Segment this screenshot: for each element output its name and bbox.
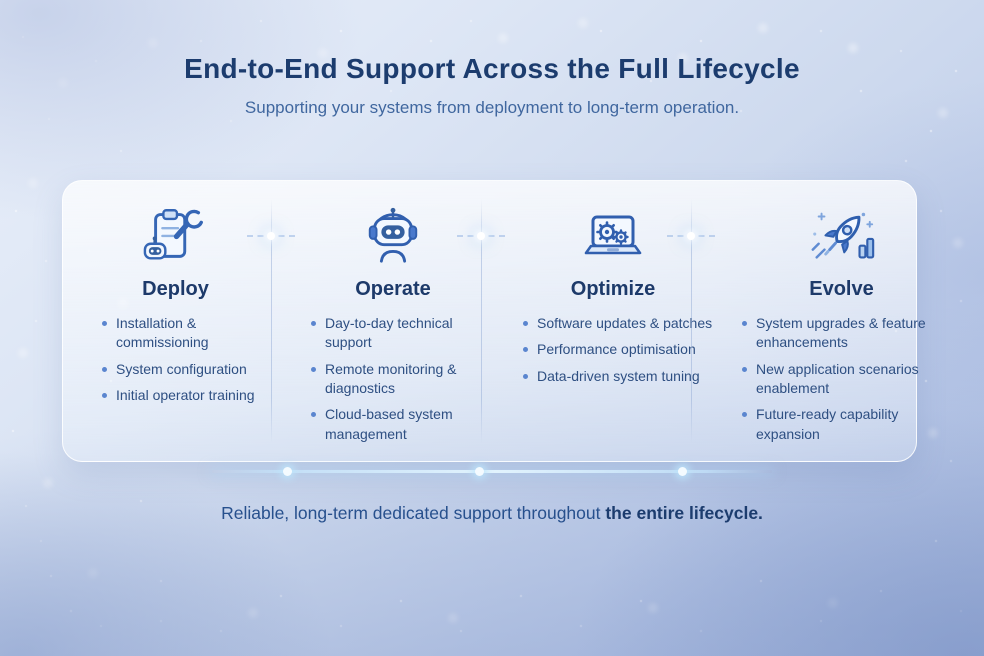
bullet-item: Future-ready capability expansion — [741, 405, 926, 444]
stage-title-evolve: Evolve — [809, 278, 874, 300]
lifecycle-card: Deploy Installation & commissioning Syst… — [62, 180, 926, 462]
stage-connector — [667, 231, 715, 241]
stage-column-optimize: Optimize Software updates & patches Perf… — [498, 181, 728, 461]
bullet-item: New application scenarios enablement — [741, 360, 926, 399]
stage-title-deploy: Deploy — [142, 278, 209, 300]
evolve-bullet-list: System upgrades & feature enhancements N… — [741, 314, 926, 444]
deploy-icon-wrap — [63, 203, 288, 267]
stage-title-operate: Operate — [355, 278, 431, 300]
column-divider — [271, 199, 272, 443]
deploy-bullet-list: Installation & commissioning System conf… — [101, 314, 288, 405]
bokeh-decoration — [0, 0, 6, 6]
footer-tagline: Reliable, long-term dedicated support th… — [0, 503, 984, 524]
robot-headset-icon — [368, 207, 418, 263]
optimize-icon-wrap — [498, 203, 728, 267]
laptop-gears-icon — [584, 215, 642, 255]
glow-dot — [475, 467, 484, 476]
operate-bullet-list: Day-to-day technical support Remote moni… — [310, 314, 478, 444]
bullet-item: Data-driven system tuning — [522, 367, 728, 386]
bullet-item: Cloud-based system management — [310, 405, 478, 444]
bullet-item: System upgrades & feature enhancements — [741, 314, 926, 353]
rocket-growth-icon — [811, 212, 874, 259]
connector-dot — [687, 232, 695, 240]
evolve-icon-wrap — [728, 203, 955, 267]
connector-dot — [267, 232, 275, 240]
column-divider — [691, 199, 692, 443]
tagline-regular-text: Reliable, long-term dedicated support th… — [221, 503, 606, 523]
bullet-item: Installation & commissioning — [101, 314, 288, 353]
connector-dot — [477, 232, 485, 240]
bullet-item: Day-to-day technical support — [310, 314, 478, 353]
tagline-bold-text: the entire lifecycle. — [605, 503, 763, 523]
column-divider — [481, 199, 482, 443]
operate-icon-wrap — [288, 203, 498, 267]
page-title: End-to-End Support Across the Full Lifec… — [184, 53, 800, 84]
page-subtitle: Supporting your systems from deployment … — [244, 98, 740, 117]
bullet-item: System configuration — [101, 360, 288, 379]
snow-specks-decoration — [0, 0, 2, 2]
bullet-item: Performance optimisation — [522, 340, 728, 359]
glow-dot — [283, 467, 292, 476]
glow-dot — [678, 467, 687, 476]
stage-connector — [457, 231, 505, 241]
bullet-item: Initial operator training — [101, 386, 288, 405]
bullet-item: Remote monitoring & diagnostics — [310, 360, 478, 399]
stage-title-optimize: Optimize — [570, 278, 656, 300]
optimize-bullet-list: Software updates & patches Performance o… — [522, 314, 728, 386]
clipboard-wrench-icon — [143, 209, 203, 260]
stage-column-evolve: Evolve System upgrades & feature enhance… — [728, 181, 955, 461]
glow-divider-line — [212, 470, 772, 473]
stage-column-deploy: Deploy Installation & commissioning Syst… — [63, 181, 288, 461]
stage-column-operate: Operate Day-to-day technical support Rem… — [288, 181, 498, 461]
stage-connector — [247, 231, 295, 241]
bullet-item: Software updates & patches — [522, 314, 728, 333]
